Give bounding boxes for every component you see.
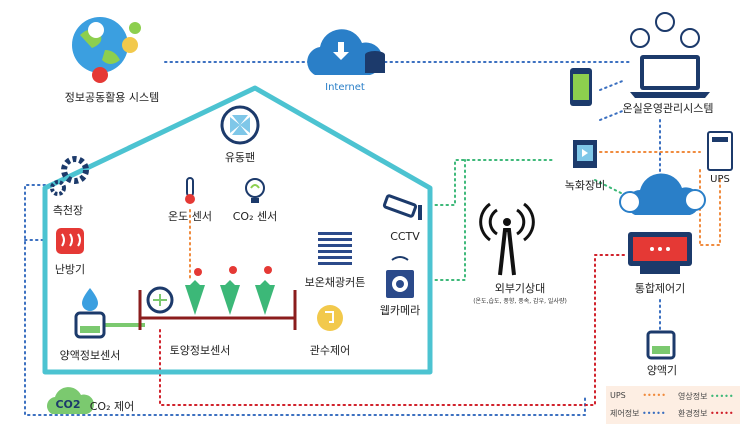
temp-sensor-label: 온도 센서 bbox=[168, 210, 212, 223]
legend-video-label: 영상정보 bbox=[678, 392, 708, 401]
ups-label: UPS bbox=[710, 174, 730, 185]
internet-label: Internet bbox=[325, 82, 365, 93]
control-line bbox=[24, 184, 586, 416]
legend-video-swatch: ••••• bbox=[710, 392, 734, 401]
plant-bed bbox=[138, 266, 297, 330]
legend-ups-label: UPS bbox=[610, 391, 626, 400]
mgmt-system-label: 온실운영관리시스템 bbox=[622, 102, 714, 115]
legend-env-label: 환경정보 bbox=[678, 409, 708, 418]
thermometer-icon bbox=[185, 177, 195, 204]
smartphone-icon bbox=[570, 68, 592, 106]
legend-control-label: 제어정보 bbox=[610, 409, 640, 418]
greenhouse-outline bbox=[42, 85, 433, 375]
co2-sensor-label: CO₂ 센서 bbox=[232, 210, 278, 223]
cctv-icon bbox=[382, 194, 422, 220]
co2-sensor-icon bbox=[245, 178, 265, 203]
legend-env-swatch: ••••• bbox=[710, 409, 734, 418]
soil-sensor-label: 토양정보센서 bbox=[169, 344, 231, 357]
video-cloud-line bbox=[594, 179, 626, 196]
webcam-label: 웹카메라 bbox=[379, 304, 421, 317]
sprinkler-icon bbox=[317, 305, 343, 331]
weather-items-label: (온도,습도, 풍향, 풍속, 감우, 일사량) bbox=[473, 298, 567, 305]
nutrient-supplier-label: 양액기 bbox=[646, 364, 678, 377]
globe-icon bbox=[72, 17, 141, 83]
soil-sensor-icon bbox=[146, 286, 174, 314]
irrigation-label: 관수제어 bbox=[309, 344, 351, 357]
nutrient-sensor-icon bbox=[74, 311, 106, 339]
legend-ups: UPS ••••• bbox=[610, 391, 666, 400]
webcam-icon bbox=[386, 256, 414, 298]
curtain-icon bbox=[318, 232, 352, 265]
co2-cloud-icon bbox=[47, 387, 94, 414]
water-drop-icon bbox=[82, 288, 98, 311]
controller-label: 통합제어기 bbox=[634, 282, 686, 295]
weather-station-label: 외부기상대 bbox=[494, 282, 546, 295]
heater-label: 난방기 bbox=[54, 263, 86, 276]
heater-icon bbox=[56, 228, 84, 254]
controller-icon bbox=[628, 232, 692, 274]
cloud-devices-icon bbox=[619, 173, 706, 215]
legend-video: 영상정보 ••••• bbox=[678, 391, 734, 402]
video-line bbox=[429, 159, 556, 281]
info-system-label: 정보공동활용 시스템 bbox=[64, 91, 160, 104]
legend-control-swatch: ••••• bbox=[642, 409, 666, 418]
fan-label: 유동팬 bbox=[224, 151, 256, 164]
recorder-label: 녹화장비 bbox=[564, 179, 606, 192]
co2-badge: CO2 bbox=[55, 398, 81, 411]
recorder-icon bbox=[573, 140, 597, 168]
cctv-label: CCTV bbox=[390, 230, 420, 243]
nutrient-sensor-label: 양액정보센서 bbox=[59, 349, 121, 362]
ups-line-2 bbox=[699, 179, 721, 246]
legend-ups-swatch: ••••• bbox=[642, 391, 666, 400]
side-window-label: 측천장 bbox=[52, 204, 84, 217]
legend-control: 제어정보 ••••• bbox=[610, 408, 666, 419]
fan-icon bbox=[220, 105, 260, 145]
ups-line bbox=[599, 151, 701, 246]
phone-mgmt-line bbox=[599, 79, 626, 121]
weather-tower-icon bbox=[479, 202, 535, 276]
laptop-icon bbox=[630, 12, 710, 98]
gear-icon bbox=[50, 156, 89, 196]
co2-control-label: CO₂ 제어 bbox=[89, 400, 135, 413]
env-line bbox=[159, 254, 626, 406]
nutrient-supplier-icon bbox=[646, 330, 676, 360]
cloud-server-icon bbox=[307, 29, 385, 76]
curtain-label: 보온채광커튼 bbox=[304, 276, 366, 289]
ups-icon bbox=[707, 131, 733, 171]
legend-env: 환경정보 ••••• bbox=[678, 408, 734, 419]
legend: UPS ••••• 영상정보 ••••• 제어정보 ••••• 환경정보 •••… bbox=[606, 386, 740, 424]
